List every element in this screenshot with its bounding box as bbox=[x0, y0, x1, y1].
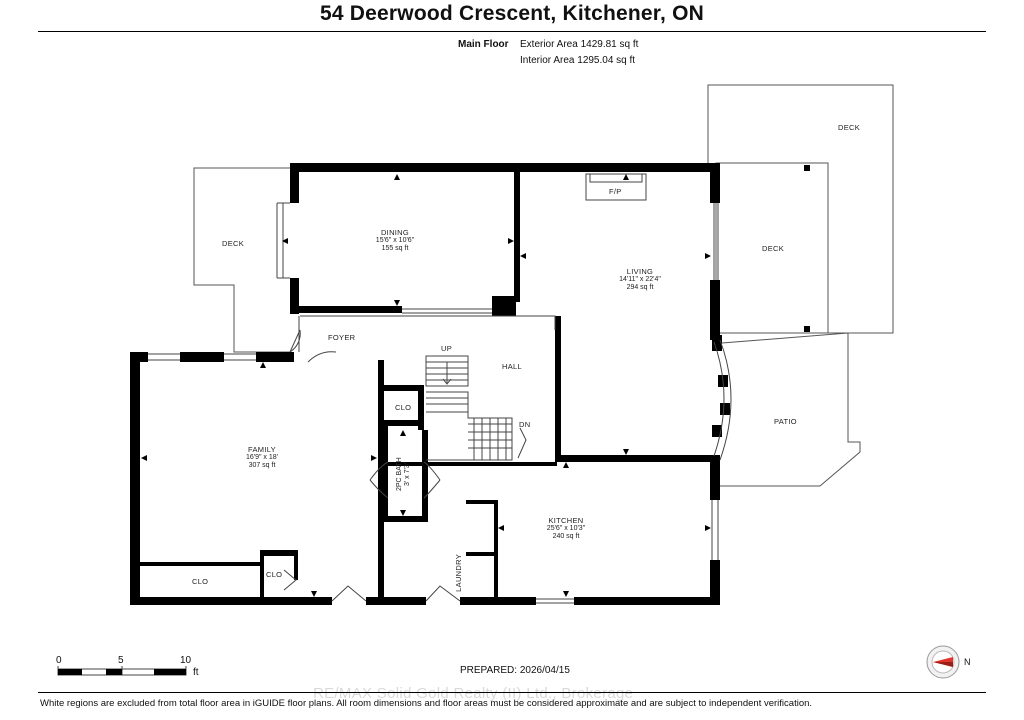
deck-right-label: DECK bbox=[762, 244, 785, 253]
page-title: 54 Deerwood Crescent, Kitchener, ON bbox=[320, 2, 704, 25]
room-name: LIVING bbox=[626, 267, 654, 276]
room-dimensions: 25'6" x 10'3" bbox=[546, 525, 586, 532]
interior-area: Interior Area 1295.04 sq ft bbox=[520, 55, 636, 66]
room-dimensions: 15'6" x 10'6" bbox=[375, 237, 415, 244]
thin-lines bbox=[57, 173, 732, 676]
footer-divider bbox=[38, 692, 986, 693]
prepared-date: PREPARED: 2026/04/15 bbox=[460, 665, 570, 676]
area-summary: Main Floor Exterior Area 1429.81 sq ft In… bbox=[458, 37, 638, 69]
room-name: DINING bbox=[380, 228, 410, 237]
room-bath: 2PC BATH 3' x 7'3" bbox=[396, 454, 412, 494]
room-dimensions: 3' x 7'3" bbox=[404, 461, 411, 487]
scale-unit: ft bbox=[193, 667, 199, 678]
deck-top-label: DECK bbox=[838, 123, 861, 132]
fireplace-label: F/P bbox=[609, 187, 622, 196]
hall-closet-label: CLO bbox=[395, 403, 412, 412]
compass-icon bbox=[926, 645, 960, 679]
floor-name: Main Floor bbox=[458, 39, 509, 50]
header-divider bbox=[38, 31, 986, 32]
room-name: FAMILY bbox=[248, 445, 276, 454]
deck-left-label: DECK bbox=[222, 239, 245, 248]
scale-bar bbox=[58, 669, 186, 675]
room-dining: DINING 15'6" x 10'6" 155 sq ft bbox=[340, 229, 450, 253]
room-area: 307 sq ft bbox=[248, 462, 276, 469]
hall-label: HALL bbox=[502, 362, 522, 371]
room-name: 2PC BATH bbox=[396, 457, 403, 491]
stairs-down-label: DN bbox=[519, 420, 531, 429]
room-dimensions: 16'9" x 18' bbox=[245, 454, 278, 461]
disclaimer-text: White regions are excluded from total fl… bbox=[40, 698, 813, 709]
patio-outline bbox=[720, 332, 861, 487]
room-family: FAMILY 16'9" x 18' 307 sq ft bbox=[207, 446, 317, 470]
deck-top-outline bbox=[707, 84, 894, 334]
room-name: KITCHEN bbox=[548, 516, 584, 525]
room-area: 294 sq ft bbox=[626, 284, 654, 291]
scale-tick-5: 5 bbox=[118, 655, 124, 666]
room-living: LIVING 14'11" x 22'4" 294 sq ft bbox=[585, 268, 695, 292]
small-closet-label: CLO bbox=[266, 570, 283, 579]
patio-label: PATIO bbox=[774, 417, 797, 426]
stairs-up-label: UP bbox=[441, 344, 453, 353]
room-area: 240 sq ft bbox=[552, 533, 580, 540]
walls bbox=[130, 163, 810, 605]
room-dimensions: 14'11" x 22'4" bbox=[619, 276, 661, 283]
dimension-arrows bbox=[141, 174, 711, 597]
outdoor-areas bbox=[193, 84, 894, 487]
laundry-label: LAUNDRY bbox=[454, 554, 463, 592]
deck-right-outline bbox=[715, 162, 829, 334]
foyer-label: FOYER bbox=[328, 333, 356, 342]
compass-north-label: N bbox=[964, 657, 971, 667]
deck-left-outline bbox=[193, 167, 290, 353]
exterior-area: Exterior Area 1429.81 sq ft bbox=[520, 39, 639, 50]
family-closet-label: CLO bbox=[192, 577, 209, 586]
brokerage-watermark: RE/MAX Solid Gold Realty (II) Ltd., Brok… bbox=[313, 685, 634, 702]
scale-tick-0: 0 bbox=[56, 655, 62, 666]
room-area: 155 sq ft bbox=[381, 245, 409, 252]
scale-tick-10: 10 bbox=[180, 655, 192, 666]
room-kitchen: KITCHEN 25'6" x 10'3" 240 sq ft bbox=[511, 517, 621, 541]
